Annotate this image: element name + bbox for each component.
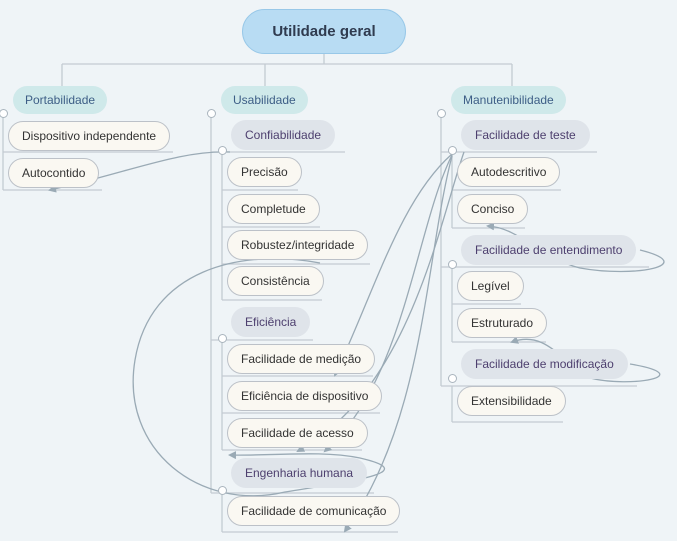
- collapse-handle-usabilidade[interactable]: [207, 109, 216, 118]
- collapse-handle-manutenibilidade[interactable]: [437, 109, 446, 118]
- topic-facilidade-de-entendimento[interactable]: Facilidade de entendimento: [461, 235, 637, 265]
- leaf-conciso[interactable]: Conciso: [457, 194, 529, 224]
- leaf-robustez-integridade[interactable]: Robustez/integridade: [227, 230, 369, 260]
- topic-eficiencia[interactable]: Eficiência: [231, 307, 311, 337]
- root-topic[interactable]: Utilidade geral: [242, 9, 406, 54]
- collapse-handle-engenharia-humana[interactable]: [218, 486, 227, 495]
- leaf-facilidade-de-comunicacao[interactable]: Facilidade de comunicação: [227, 496, 401, 526]
- leaf-completude[interactable]: Completude: [227, 194, 320, 224]
- branch-portabilidade[interactable]: Portabilidade: [13, 86, 108, 114]
- leaf-facilidade-de-medicao[interactable]: Facilidade de medição: [227, 344, 376, 374]
- collapse-handle-facilidade-de-modificacao[interactable]: [448, 374, 457, 383]
- leaf-dispositivo-independente[interactable]: Dispositivo independente: [8, 121, 171, 151]
- leaf-extensibilidade[interactable]: Extensibilidade: [457, 386, 566, 416]
- collapse-handle-facilidade-de-teste[interactable]: [448, 146, 457, 155]
- collapse-handle-portabilidade[interactable]: [0, 109, 8, 118]
- topic-facilidade-de-modificacao[interactable]: Facilidade de modificação: [461, 349, 628, 379]
- topic-engenharia-humana[interactable]: Engenharia humana: [231, 458, 368, 488]
- leaf-autodescritivo[interactable]: Autodescritivo: [457, 157, 561, 187]
- leaf-autocontido[interactable]: Autocontido: [8, 158, 100, 188]
- branch-usabilidade[interactable]: Usabilidade: [221, 86, 308, 114]
- collapse-handle-facilidade-de-entendimento[interactable]: [448, 260, 457, 269]
- branch-manutenibilidade[interactable]: Manutenibilidade: [451, 86, 566, 114]
- leaf-facilidade-de-acesso[interactable]: Facilidade de acesso: [227, 418, 368, 448]
- topic-facilidade-de-teste[interactable]: Facilidade de teste: [461, 120, 590, 150]
- topic-confiabilidade[interactable]: Confiabilidade: [231, 120, 336, 150]
- collapse-handle-confiabilidade[interactable]: [218, 146, 227, 155]
- leaf-consistencia[interactable]: Consistência: [227, 266, 324, 296]
- leaf-precisao[interactable]: Precisão: [227, 157, 302, 187]
- leaf-eficiencia-de-dispositivo[interactable]: Eficiência de dispositivo: [227, 381, 383, 411]
- leaf-estruturado[interactable]: Estruturado: [457, 308, 548, 338]
- collapse-handle-eficiencia[interactable]: [218, 334, 227, 343]
- leaf-legivel[interactable]: Legível: [457, 271, 524, 301]
